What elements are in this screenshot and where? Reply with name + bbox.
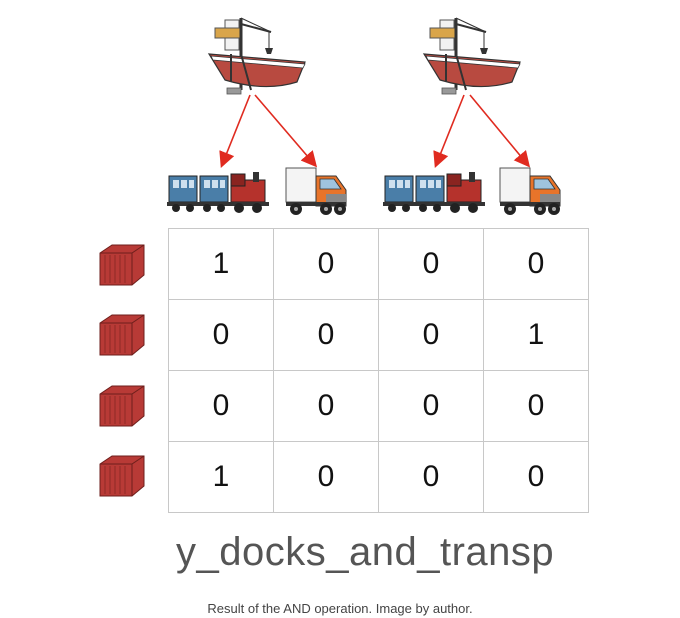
- matrix-row: 1 0 0 0: [168, 228, 589, 300]
- shipping-container-icon: [99, 244, 145, 286]
- ship-crane-icon: [422, 17, 521, 95]
- arrows-layer: [219, 94, 531, 168]
- shipping-container-icon: [99, 455, 145, 497]
- matrix-cell: 1: [168, 228, 274, 300]
- matrix-cell: 1: [168, 441, 274, 513]
- matrix-cell: 0: [273, 441, 379, 513]
- arrow-dock2-to-truck: [469, 94, 531, 168]
- arrow-dock1-to-truck: [254, 94, 318, 168]
- matrix-row: 1 0 0 0: [168, 441, 589, 513]
- truck-icon: [285, 167, 347, 215]
- train-icon: [383, 172, 485, 213]
- matrix-cell: 0: [378, 441, 484, 513]
- arrow-dock1-to-train: [219, 94, 251, 168]
- matrix-cell: 0: [378, 228, 484, 300]
- matrix-cell: 1: [483, 299, 589, 371]
- shipping-container-icon: [99, 385, 145, 427]
- figure-caption: Result of the AND operation. Image by au…: [207, 601, 473, 616]
- shipping-container-icon: [99, 314, 145, 356]
- matrix-cell: 0: [483, 441, 589, 513]
- train-icon: [167, 172, 269, 213]
- matrix-cell: 0: [168, 370, 274, 442]
- result-matrix: 1 0 0 0 0 0 0 1 0 0 0 0 1 0 0 0: [168, 228, 589, 513]
- matrix-row: 0 0 0 1: [168, 299, 589, 371]
- truck-icon: [499, 167, 561, 215]
- matrix-row: 0 0 0 0: [168, 370, 589, 442]
- matrix-cell: 0: [378, 370, 484, 442]
- matrix-cell: 0: [378, 299, 484, 371]
- matrix-name-label: y_docks_and_transp: [176, 530, 555, 574]
- matrix-cell: 0: [483, 370, 589, 442]
- matrix-cell: 0: [168, 299, 274, 371]
- matrix-cell: 0: [273, 370, 379, 442]
- matrix-cell: 0: [273, 228, 379, 300]
- matrix-cell: 0: [483, 228, 589, 300]
- arrow-dock2-to-train: [433, 94, 465, 168]
- matrix-cell: 0: [273, 299, 379, 371]
- ship-crane-icon: [207, 17, 306, 95]
